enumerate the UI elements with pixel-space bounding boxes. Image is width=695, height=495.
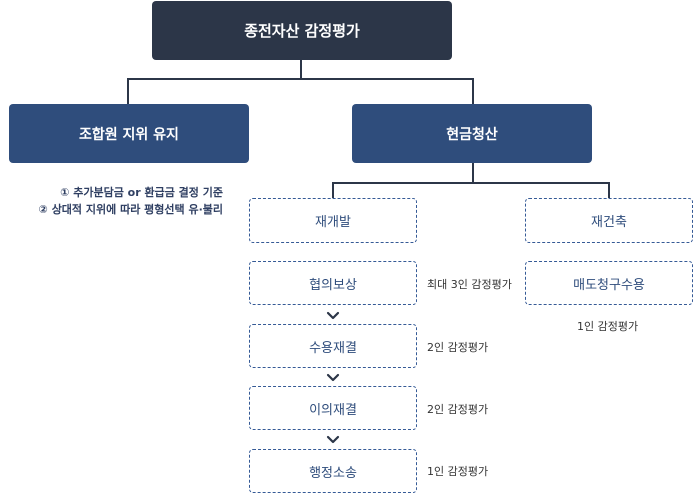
step-sale-demand: 매도청구수용 bbox=[525, 261, 693, 305]
note-line-1: ① 추가분담금 or 환급금 결정 기준 bbox=[60, 186, 223, 199]
chevron-down-icon bbox=[326, 311, 340, 320]
step-label: 협의보상 bbox=[309, 277, 357, 293]
step-note: 2인 감정평가 bbox=[427, 341, 489, 354]
root-label: 종전자산 감정평가 bbox=[244, 22, 360, 40]
step-note: 1인 감정평가 bbox=[427, 465, 489, 478]
node-redevelopment: 재개발 bbox=[249, 198, 417, 243]
chevron-down-icon bbox=[326, 435, 340, 444]
step-label: 수용재결 bbox=[309, 340, 357, 356]
step-negotiated-compensation: 협의보상 bbox=[249, 261, 417, 305]
note-line-2: ② 상대적 지위에 따라 평형선택 유·불리 bbox=[38, 203, 223, 216]
step-label: 이의재결 bbox=[309, 402, 357, 418]
branch-member-status: 조합원 지위 유지 bbox=[9, 104, 249, 163]
branch-cash-settlement: 현금청산 bbox=[352, 104, 592, 163]
step-administrative-litigation: 행정소송 bbox=[249, 449, 417, 493]
step-label: 행정소송 bbox=[309, 465, 357, 481]
node-reconstruction: 재건축 bbox=[525, 198, 693, 243]
step-expropriation-ruling: 수용재결 bbox=[249, 324, 417, 368]
step-note: 최대 3인 감정평가 bbox=[427, 278, 512, 291]
step-label: 매도청구수용 bbox=[573, 277, 645, 293]
member-status-notes: ① 추가분담금 or 환급금 결정 기준 ② 상대적 지위에 따라 평형선택 유… bbox=[39, 184, 223, 218]
branch-cash-settlement-label: 현금청산 bbox=[446, 126, 498, 143]
chevron-down-icon bbox=[326, 373, 340, 382]
step-note: 1인 감정평가 bbox=[577, 320, 639, 333]
step-objection-ruling: 이의재결 bbox=[249, 386, 417, 430]
step-note: 2인 감정평가 bbox=[427, 403, 489, 416]
root-node: 종전자산 감정평가 bbox=[152, 1, 452, 60]
branch-member-status-label: 조합원 지위 유지 bbox=[79, 126, 179, 143]
node-redevelopment-label: 재개발 bbox=[315, 215, 351, 230]
node-reconstruction-label: 재건축 bbox=[591, 215, 627, 230]
